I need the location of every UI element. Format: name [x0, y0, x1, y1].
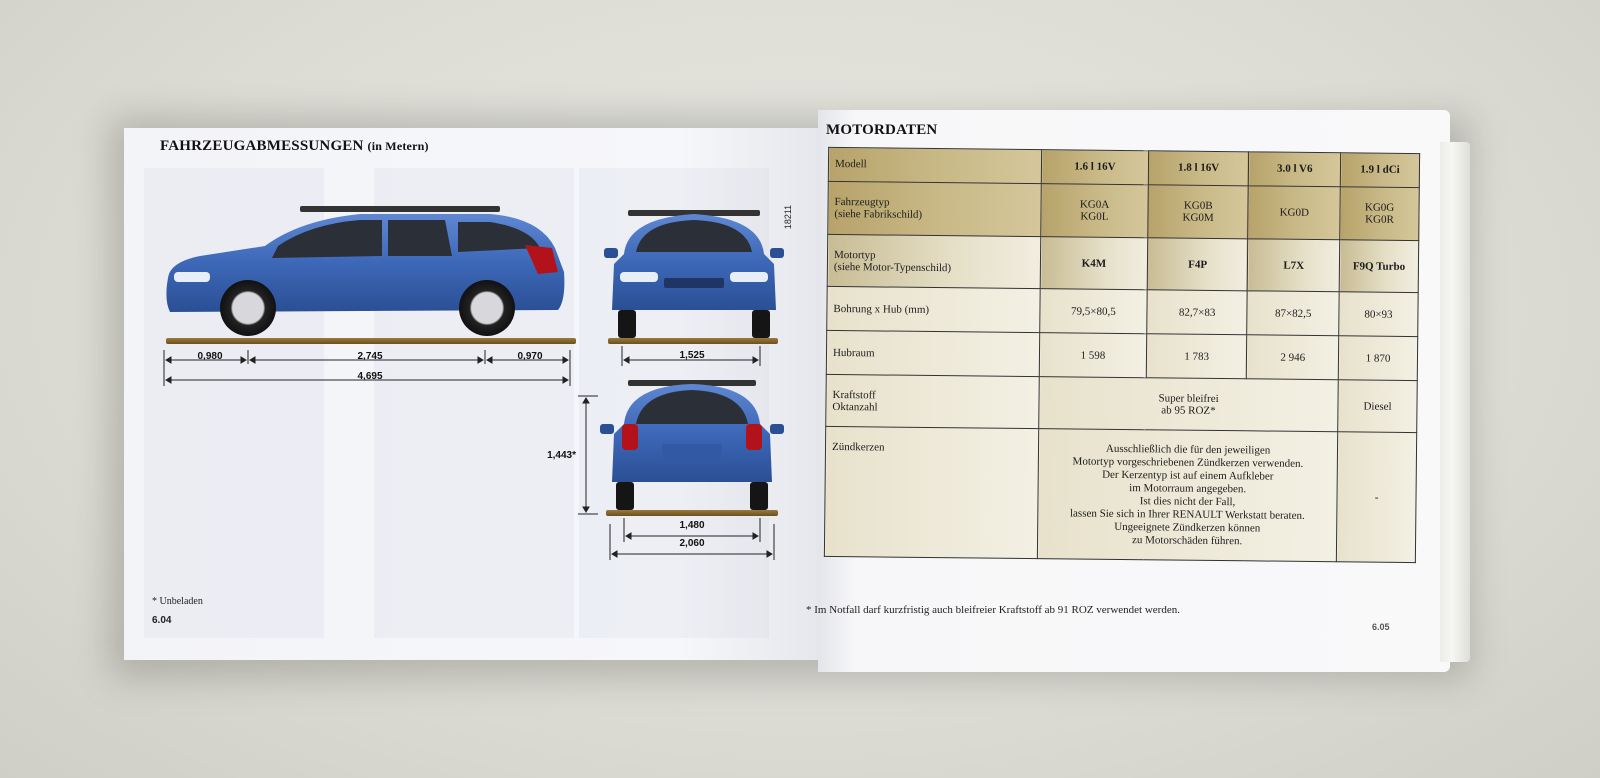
- oktanzahl-label: Oktanzahl: [832, 400, 878, 413]
- height-line: [578, 395, 598, 515]
- bohrung-cell: 80×93: [1338, 291, 1419, 337]
- fahrzeugtyp-cell-3: KG0D: [1248, 185, 1341, 240]
- car-rear-view: [600, 380, 784, 510]
- left-footnote: * Unbeladen: [152, 596, 203, 607]
- ground-side: [166, 338, 576, 344]
- engine-col-3: 3.0 l V6: [1248, 151, 1341, 187]
- page-edge: [1440, 142, 1470, 662]
- front-track-label: 1,525: [679, 350, 705, 361]
- row-label-zuendkerzen: Zündkerzen: [824, 426, 1039, 559]
- table-row: Zündkerzen Ausschließlich die für den je…: [824, 426, 1417, 563]
- fahrzeugtyp-value: KG0A: [1079, 198, 1110, 211]
- table-row: Bohrung x Hub (mm) 79,5×80,5 82,7×83 87×…: [826, 286, 1419, 337]
- fahrzeugtyp-value: KG0M: [1182, 211, 1214, 224]
- table-row: Fahrzeugtyp (siehe Fabrikschild) KG0A KG…: [827, 181, 1420, 241]
- car-front-view: [604, 210, 784, 338]
- row-label-fahrzeugtyp: Fahrzeugtyp (siehe Fabrikschild): [827, 181, 1042, 237]
- table-row: Kraftstoff Oktanzahl Super bleifrei ab 9…: [825, 374, 1418, 433]
- fahrzeugtyp-value: KG0L: [1080, 210, 1109, 223]
- overall-length-label: 4,695: [357, 371, 383, 382]
- row-label-hubraum: Hubraum: [826, 330, 1040, 377]
- fahrzeugtyp-value: KG0B: [1183, 199, 1213, 212]
- motortyp-cell: K4M: [1040, 236, 1148, 290]
- kraftstoff-diesel-cell: Diesel: [1337, 379, 1418, 433]
- hubraum-cell: 2 946: [1246, 334, 1339, 380]
- dimensions-title: FAHRZEUGABMESSUNGEN (in Metern): [160, 138, 429, 155]
- motortyp-sub: (siehe Motor-Typenschild): [833, 260, 952, 274]
- front-overhang-label: 0,980: [197, 351, 223, 362]
- row-label-motortyp: Motortyp (siehe Motor-Typenschild): [827, 234, 1041, 289]
- zuendkerzen-text-cell: Ausschließlich die für den jeweiligen Mo…: [1037, 428, 1338, 562]
- fahrzeugtyp-cell-2: KG0B KG0M: [1147, 184, 1249, 239]
- zuendkerzen-line: zu Motorschäden führen.: [1131, 533, 1243, 547]
- table-row: Hubraum 1 598 1 783 2 946 1 870: [826, 330, 1418, 381]
- fahrzeugtyp-sub: (siehe Fabrikschild): [834, 207, 923, 221]
- hubraum-cell: 1 783: [1146, 333, 1248, 379]
- row-label-kraftstoff: Kraftstoff Oktanzahl: [825, 374, 1040, 429]
- zuendkerzen-diesel-cell: -: [1336, 431, 1417, 563]
- motor-data-table: Modell 1.6 l 16V 1.8 l 16V 3.0 l V6 1.9 …: [823, 146, 1421, 564]
- ground-rear: [606, 510, 778, 516]
- hubraum-cell: 1 598: [1039, 332, 1147, 378]
- side-dimension-lines: [163, 350, 571, 386]
- left-page-number: 6.04: [152, 615, 172, 626]
- kraftstoff-petrol-cell: Super bleifrei ab 95 ROZ*: [1038, 376, 1339, 432]
- engine-col-4: 1.9 l dCi: [1340, 152, 1420, 188]
- fahrzeugtyp-value: KG0D: [1279, 206, 1310, 219]
- rear-track-label: 1,480: [679, 520, 705, 531]
- figure-code: 18211: [783, 204, 794, 230]
- rear-overhang-label: 0,970: [517, 351, 543, 362]
- row-label-bohrung: Bohrung x Hub (mm): [826, 286, 1041, 333]
- fahrzeugtyp-cell-1: KG0A KG0L: [1040, 183, 1149, 238]
- motortyp-cell: L7X: [1247, 238, 1340, 292]
- dimensions-title-text: FAHRZEUGABMESSUNGEN: [160, 138, 364, 154]
- bohrung-cell: 82,7×83: [1146, 289, 1248, 335]
- height-label: 1,443*: [547, 450, 576, 461]
- hubraum-cell: 1 870: [1338, 335, 1418, 381]
- right-footnote: * Im Notfall darf kurzfristig auch bleif…: [806, 604, 1180, 616]
- motortyp-cell: F9Q Turbo: [1339, 239, 1419, 293]
- ground-front: [608, 338, 778, 344]
- fahrzeugtyp-value: KG0G: [1364, 201, 1395, 214]
- bohrung-cell: 87×82,5: [1247, 290, 1340, 336]
- row-label-modell: Modell: [828, 147, 1042, 184]
- dimensions-unit: (in Metern): [367, 139, 429, 153]
- right-page-number: 6.05: [1372, 622, 1390, 632]
- kraftstoff-petrol-line: ab 95 ROZ*: [1161, 403, 1216, 417]
- motordata-title: MOTORDATEN: [826, 122, 938, 138]
- overall-width-label: 2,060: [679, 538, 705, 549]
- rear-width-lines: [609, 518, 775, 560]
- fahrzeugtyp-value: KG0R: [1365, 213, 1394, 226]
- motortyp-cell: F4P: [1147, 237, 1249, 291]
- table-row: Motortyp (siehe Motor-Typenschild) K4M F…: [827, 234, 1419, 293]
- engine-col-1: 1.6 l 16V: [1041, 149, 1149, 185]
- front-track-line: [621, 346, 761, 366]
- fahrzeugtyp-cell-4: KG0G KG0R: [1339, 186, 1420, 241]
- wheelbase-label: 2,745: [357, 351, 383, 362]
- car-side-view: [166, 206, 565, 336]
- engine-col-2: 1.8 l 16V: [1148, 150, 1250, 186]
- bohrung-cell: 79,5×80,5: [1039, 288, 1148, 334]
